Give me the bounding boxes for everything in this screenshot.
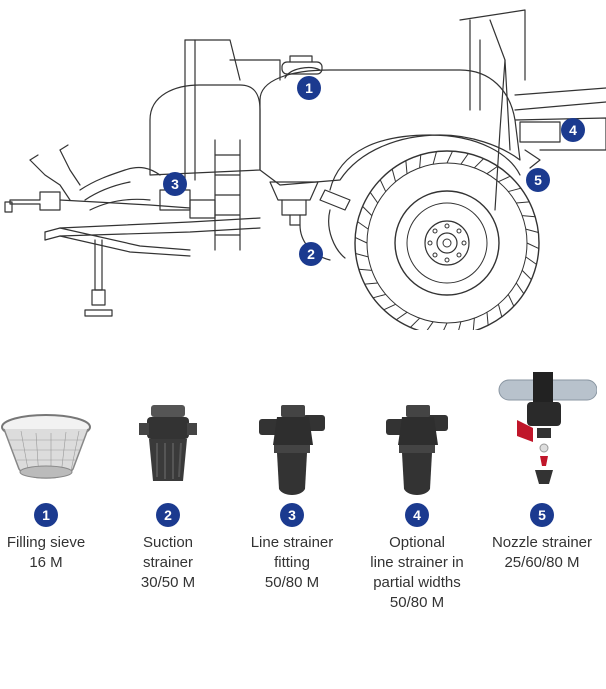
component-name: Line strainer fitting [250,534,334,571]
marker-4: 4 [561,118,585,142]
component-suction-strainer: 2 Suction strainer 30/50 M [109,385,227,593]
marker-2: 2 [299,242,323,266]
component-mesh: 25/60/80 M [504,554,580,571]
component-line-strainer-fitting: 3 Line strainer fitting 50/80 M [233,385,351,593]
suction-strainer-icon [139,405,197,481]
line-strainer-icon [386,405,448,495]
component-optional-line-strainer: 4 Optional line strainer in partial widt… [358,385,476,613]
filling-sieve-icon [1,414,91,479]
component-name: Suction strainer [142,534,194,571]
component-mesh: 50/80 M [264,574,320,591]
component-mesh: 16 M [29,554,63,571]
svg-text:3: 3 [171,176,179,192]
svg-text:5: 5 [534,172,542,188]
component-number: 4 [405,503,429,527]
sprayer-illustration: 1 2 3 4 5 [4,9,606,330]
component-mesh: 30/50 M [140,574,196,591]
component-number: 3 [280,503,304,527]
svg-text:1: 1 [305,80,313,96]
marker-5: 5 [526,168,550,192]
component-number: 1 [34,503,58,527]
component-filling-sieve: 1 Filling sieve 16 M [0,385,105,573]
marker-3: 3 [163,172,187,196]
nozzle-strainer-icon [498,372,597,484]
marker-1: 1 [297,76,321,100]
component-name: Filling sieve [6,534,86,551]
svg-text:4: 4 [569,122,577,138]
component-name: Optional line strainer in partial widths [370,534,464,591]
component-nozzle-strainer: 5 Nozzle strainer 25/60/80 M [483,372,601,573]
svg-text:2: 2 [307,246,315,262]
component-number: 2 [156,503,180,527]
component-mesh: 50/80 M [389,594,445,611]
component-name: Nozzle strainer [491,534,593,551]
component-list: 1 Filling sieve 16 M 2 Suction strainer … [0,372,606,685]
component-number: 5 [530,503,554,527]
line-strainer-icon [259,405,325,495]
